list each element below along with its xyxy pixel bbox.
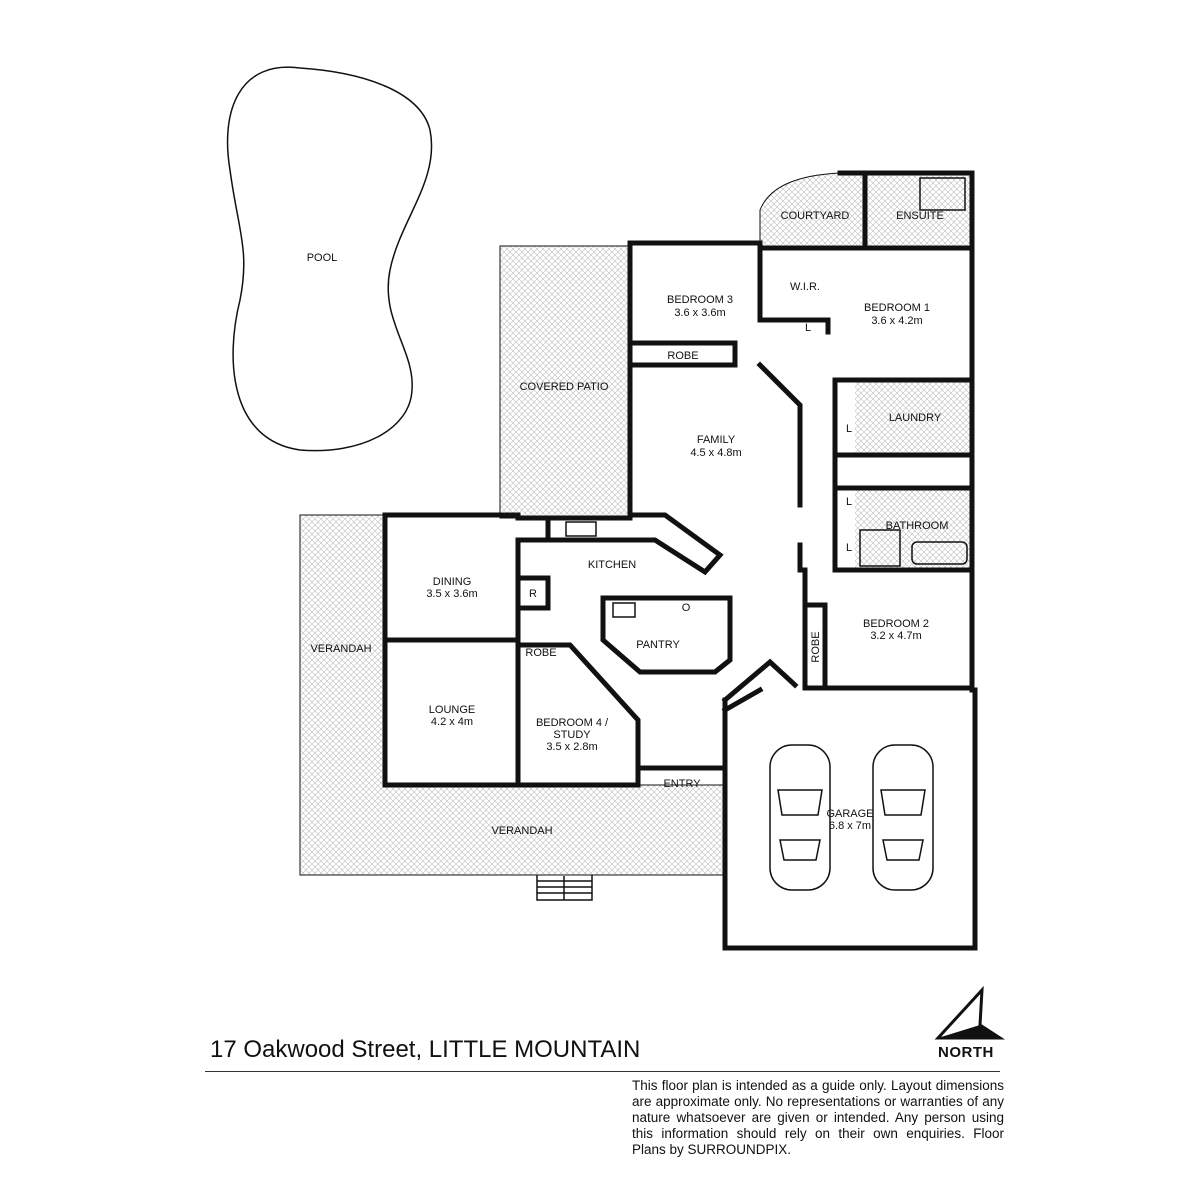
divider (205, 1071, 1000, 1072)
front-steps (536, 875, 593, 901)
garage-size: 6.8 x 7m (829, 820, 871, 832)
disclaimer-text: This floor plan is intended as a guide o… (632, 1078, 1004, 1157)
fridge-label: R (529, 588, 537, 600)
shower (919, 177, 966, 211)
bath-shower (859, 529, 901, 567)
robe4-label: ROBE (525, 647, 556, 659)
family-size: 4.5 x 4.8m (690, 447, 741, 459)
bedroom4-size: 3.5 x 2.8m (546, 741, 597, 753)
bedroom1-size: 3.6 x 4.2m (871, 315, 922, 327)
bedroom3-size: 3.6 x 3.6m (674, 307, 725, 319)
linen-label-4: L (805, 322, 811, 334)
laundry-floor (855, 382, 971, 454)
laundry-label: LAUNDRY (889, 412, 942, 424)
bathroom-label: BATHROOM (886, 520, 949, 532)
verandah-side-label: VERANDAH (310, 643, 371, 655)
car-right (872, 744, 934, 891)
kitchen-sink (565, 521, 597, 537)
pool-outline (226, 66, 433, 452)
lounge-size: 4.2 x 4m (431, 716, 473, 728)
bedroom4-label-2: STUDY (553, 729, 591, 741)
linen-label-3: L (846, 542, 852, 554)
bedroom2-label: BEDROOM 2 (863, 618, 929, 630)
dining-size: 3.5 x 3.6m (426, 588, 477, 600)
bedroom2-size: 3.2 x 4.7m (870, 630, 921, 642)
bedroom1-label: BEDROOM 1 (864, 302, 930, 314)
garage-label: GARAGE (826, 808, 873, 820)
linen-label-2: L (846, 496, 852, 508)
north-arrow-icon (934, 985, 1006, 1040)
bathtub (911, 541, 968, 565)
robe3-label: ROBE (667, 350, 698, 362)
linen-label-1: L (846, 423, 852, 435)
car-left (769, 744, 831, 891)
bedroom3-label: BEDROOM 3 (667, 294, 733, 306)
ensuite-label: ENSUITE (896, 210, 944, 222)
lounge-label: LOUNGE (429, 704, 475, 716)
family-label: FAMILY (697, 434, 736, 446)
pool-label: POOL (307, 252, 338, 264)
verandah-front-label: VERANDAH (491, 825, 552, 837)
dining-label: DINING (433, 576, 472, 588)
wir-label: W.I.R. (790, 281, 820, 293)
north-label: NORTH (938, 1044, 994, 1061)
courtyard-label: COURTYARD (781, 210, 850, 222)
verandah-area (299, 514, 726, 876)
kitchen-label: KITCHEN (588, 559, 636, 571)
walls (382, 170, 978, 951)
pantry-label: PANTRY (636, 639, 680, 651)
cooktop (612, 602, 636, 618)
robe2-label: ROBE (810, 631, 822, 662)
property-address: 17 Oakwood Street, LITTLE MOUNTAIN (210, 1036, 641, 1063)
oven-label: O (682, 602, 691, 614)
covered-patio-label: COVERED PATIO (520, 381, 609, 393)
entry-label: ENTRY (663, 778, 701, 790)
bedroom4-label: BEDROOM 4 / (536, 717, 609, 729)
bathroom-floor (855, 488, 971, 568)
